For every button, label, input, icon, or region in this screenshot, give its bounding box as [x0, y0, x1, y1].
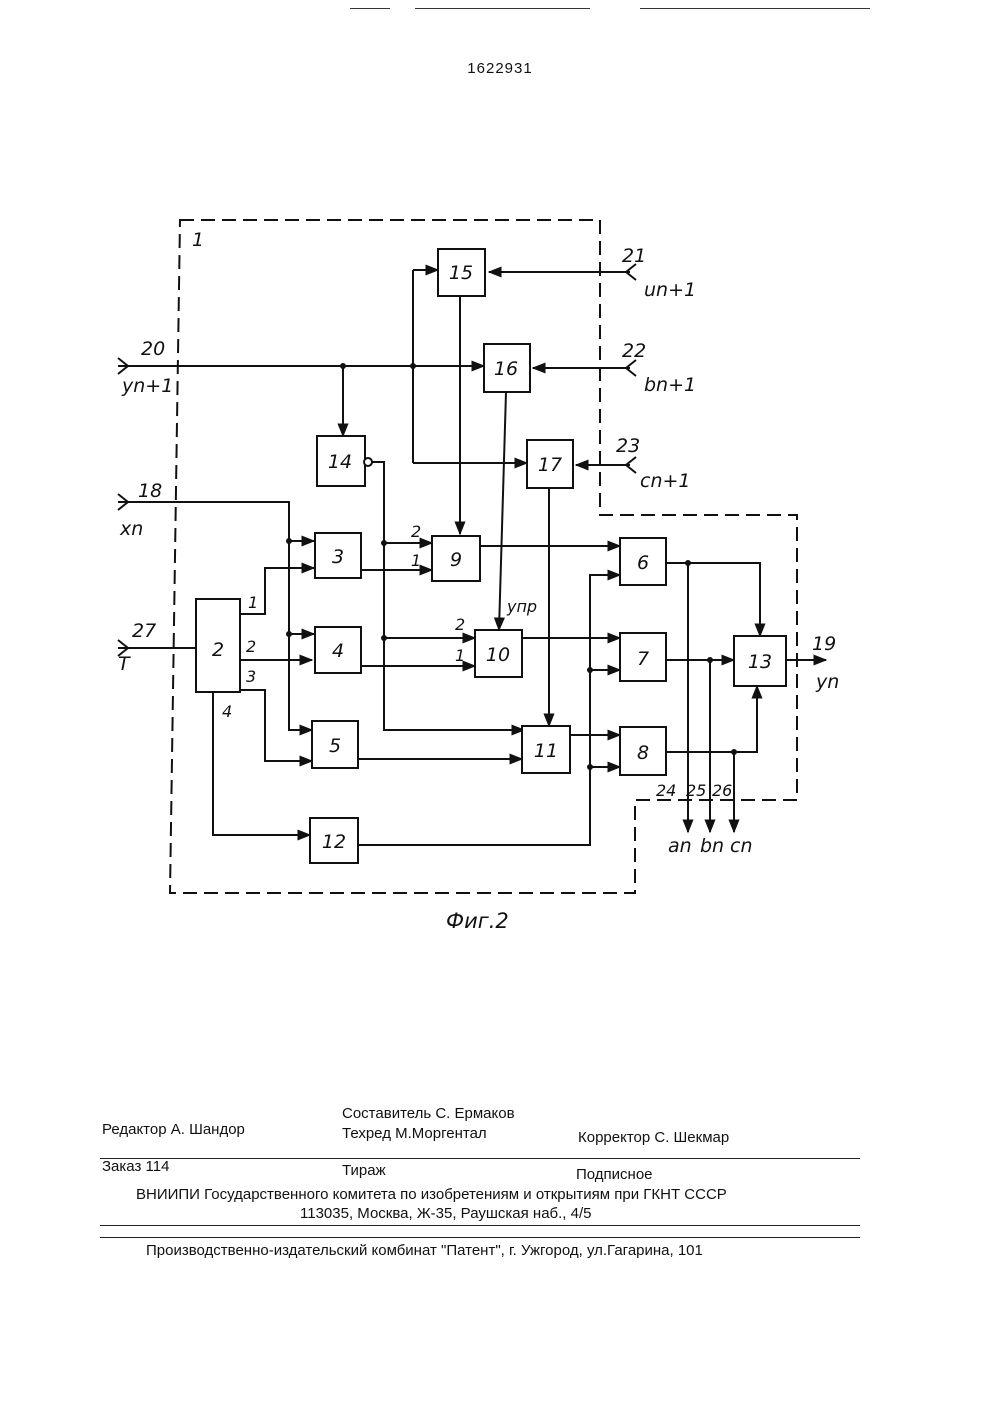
block-5: 5 [312, 721, 358, 768]
imprint-rule-3 [100, 1237, 860, 1238]
block-6: 6 [620, 538, 666, 585]
pin-10-in2: 2 [455, 615, 465, 634]
svg-text:15: 15 [449, 262, 473, 284]
imprint-rule-1 [100, 1158, 860, 1159]
terminal-24-number: 24 [656, 781, 676, 800]
terminal-26-number: 26 [712, 781, 732, 800]
terminal-19-signal: yn [815, 671, 839, 693]
svg-text:13: 13 [748, 651, 772, 673]
pin-2-out2: 2 [246, 637, 256, 656]
signal-ynp: yпр [506, 597, 537, 616]
block-17: 17 [527, 440, 573, 488]
terminal-18-number: 18 [138, 480, 162, 502]
block-15: 15 [438, 249, 485, 296]
pin-10-in1: 1 [455, 646, 465, 665]
terminal-20-signal: yn+1 [121, 375, 173, 397]
order: Заказ 114 [102, 1158, 169, 1175]
block-2: 2 [196, 599, 240, 692]
pin-2-out1: 1 [248, 593, 258, 612]
tech-editor: Техред М.Моргентал [342, 1125, 487, 1142]
terminal-21-signal: un+1 [644, 279, 696, 301]
publisher: Производственно-издательский комбинат "П… [146, 1242, 703, 1259]
terminal-18-signal: xn [119, 518, 143, 540]
subscription: Подписное [576, 1166, 653, 1183]
svg-text:8: 8 [637, 742, 649, 764]
block-14: 14 [317, 436, 372, 486]
pin-9-in1: 1 [411, 551, 421, 570]
pin-2-out4: 4 [222, 702, 232, 721]
terminal-27-signal: T [118, 653, 131, 675]
terminal-22-number: 22 [622, 340, 646, 362]
terminal-25-signal: bn [700, 835, 724, 857]
svg-text:12: 12 [322, 831, 346, 853]
terminal-20-number: 20 [141, 338, 165, 360]
terminal-26-signal: cn [730, 835, 753, 857]
address: 113035, Москва, Ж-35, Раушская наб., 4/5 [300, 1205, 592, 1222]
terminal-23-signal: cn+1 [640, 470, 691, 492]
svg-text:10: 10 [486, 644, 510, 666]
svg-text:3: 3 [332, 546, 344, 568]
terminal-23-number: 23 [616, 435, 640, 457]
svg-text:17: 17 [538, 454, 562, 476]
compiler: Составитель С. Ермаков [342, 1105, 515, 1122]
block-8: 8 [620, 727, 666, 775]
terminal-21-number: 21 [622, 245, 646, 267]
svg-text:14: 14 [328, 451, 352, 473]
terminal-19-number: 19 [812, 633, 836, 655]
block-10: 10 [475, 630, 522, 677]
block-9: 9 [432, 536, 480, 581]
institute: ВНИИПИ Государственного комитета по изоб… [136, 1186, 727, 1203]
block-11: 11 [522, 726, 570, 773]
frame-label: 1 [192, 229, 204, 251]
block-4: 4 [315, 627, 361, 673]
circulation: Тираж [342, 1162, 386, 1179]
block-16: 16 [484, 344, 530, 392]
imprint-rule-2 [100, 1225, 860, 1226]
svg-text:7: 7 [637, 648, 649, 670]
terminal-22-signal: bn+1 [644, 374, 696, 396]
svg-text:16: 16 [494, 358, 518, 380]
svg-text:11: 11 [534, 740, 558, 762]
terminal-24-signal: an [668, 835, 692, 857]
block-13: 13 [734, 636, 786, 686]
figure-caption: Фиг.2 [446, 909, 509, 933]
imprint-block: Составитель С. Ермаков Редактор А. Шандо… [100, 1100, 860, 1280]
svg-text:5: 5 [329, 735, 341, 757]
block-12: 12 [310, 818, 358, 863]
pin-2-out3: 3 [246, 667, 256, 686]
svg-text:6: 6 [637, 552, 649, 574]
editor: Редактор А. Шандор [102, 1121, 245, 1138]
terminal-25-number: 25 [686, 781, 706, 800]
block-3: 3 [315, 533, 361, 578]
block-7: 7 [620, 633, 666, 681]
terminal-27-number: 27 [132, 620, 156, 642]
svg-text:2: 2 [212, 639, 224, 661]
svg-text:4: 4 [332, 640, 344, 662]
block-diagram: 1 [0, 0, 1000, 960]
svg-text:9: 9 [450, 549, 462, 571]
proofreader: Корректор С. Шекмар [578, 1129, 729, 1146]
pin-9-in2: 2 [411, 522, 421, 541]
